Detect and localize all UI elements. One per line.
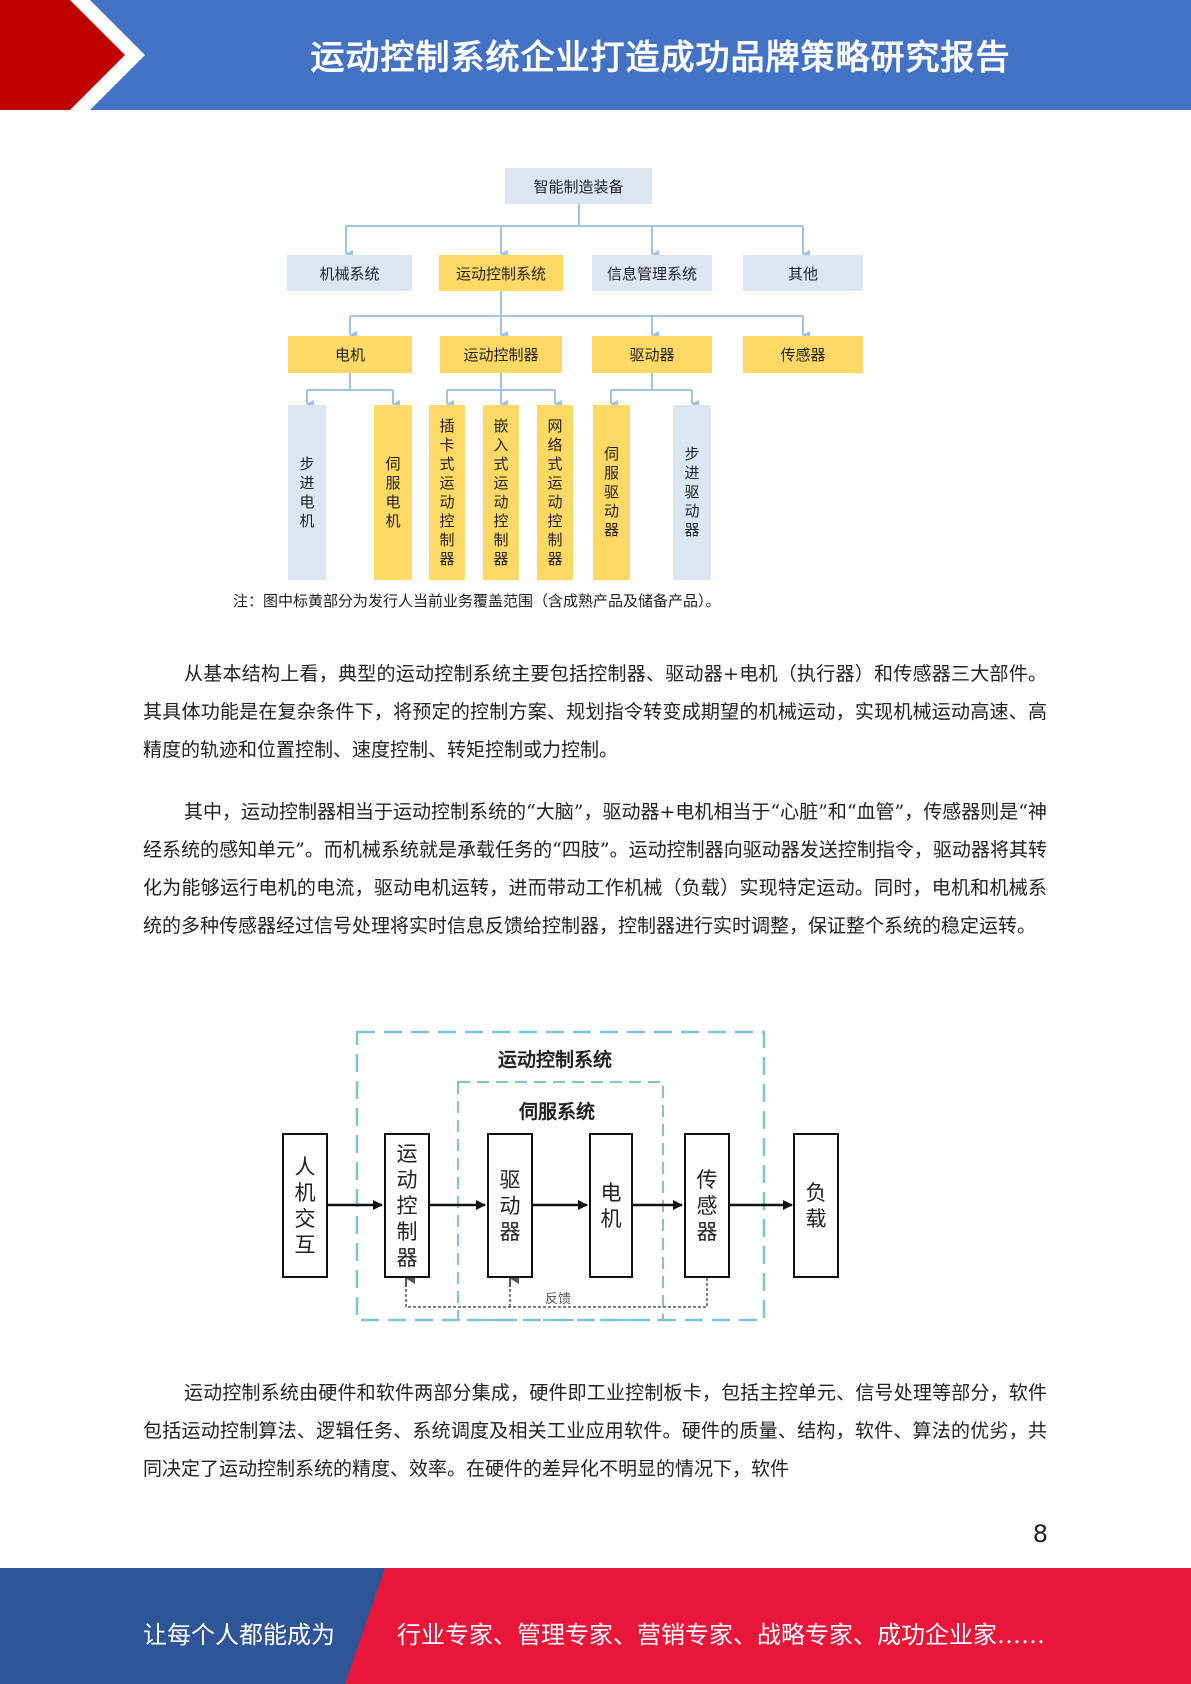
page-footer: 让每个人都能成为 行业专家、管理专家、营销专家、战略专家、成功企业家…… (0, 1568, 1191, 1684)
node-motion-control-system: 运动控制系统 (439, 255, 563, 291)
paragraph-1: 从基本结构上看，典型的运动控制系统主要包括控制器、驱动器+电机（执行器）和传感器… (143, 663, 1047, 761)
page-header: 运动控制系统企业打造成功品牌策略研究报告 (0, 0, 1191, 110)
paragraph-3: 运动控制系统由硬件和软件两部分集成，硬件即工业控制板卡，包括主控单元、信号处理等… (143, 1382, 1047, 1480)
node-motion-controller: 运动控制器 (384, 1133, 430, 1278)
node-info-management-system: 信息管理系统 (592, 255, 712, 291)
motion-control-flow-diagram: 运动控制系统 伺服系统 人机交互 运动控制器 驱动器 电机 传感器 负载 反馈 (270, 1025, 850, 1325)
footer-slogan-right: 行业专家、管理专家、营销专家、战略专家、成功企业家…… (397, 1621, 1045, 1649)
node-motion-controller: 运动控制器 (440, 336, 562, 373)
node-mechanical-system: 机械系统 (287, 255, 412, 291)
node-other: 其他 (743, 255, 863, 291)
node-servo-motor: 伺服电机 (374, 405, 412, 580)
paragraph-2: 其中，运动控制器相当于运动控制系统的“大脑”，驱动器+电机相当于“心脏”和“血管… (143, 801, 1047, 937)
footer-background (0, 1568, 1191, 1684)
node-sensor: 传感器 (743, 336, 863, 373)
node-servo-driver: 伺服驱动器 (593, 405, 630, 580)
outer-system-label: 运动控制系统 (498, 1049, 613, 1071)
node-sensor: 传感器 (684, 1133, 730, 1278)
node-stepper-motor: 步进电机 (288, 405, 326, 580)
report-title: 运动控制系统企业打造成功品牌策略研究报告 (310, 38, 1011, 78)
node-motor: 电机 (288, 336, 412, 373)
feedback-label: 反馈 (545, 1292, 572, 1307)
industry-structure-chart: 智能制造装备 机械系统 运动控制系统 信息管理系统 其他 电机 运动控制器 驱动… (0, 0, 1191, 640)
footer-slogan-left: 让每个人都能成为 (143, 1621, 335, 1649)
node-driver: 驱动器 (592, 336, 712, 373)
servo-system-label: 伺服系统 (519, 1101, 596, 1123)
node-card-motion-controller: 插卡式运动控制器 (429, 405, 465, 580)
node-driver: 驱动器 (487, 1133, 533, 1278)
header-chevron-decoration (0, 0, 145, 110)
node-network-motion-controller: 网络式运动控制器 (537, 405, 573, 580)
flow-connectors (328, 1030, 793, 1322)
node-hmi: 人机交互 (282, 1133, 328, 1278)
chart-note: 注：图中标黄部分为发行人当前业务覆盖范围（含成熟产品及储备产品）。 (233, 592, 721, 610)
node-smart-manufacturing: 智能制造装备 (505, 168, 652, 204)
chart-connectors (306, 204, 810, 408)
page-number: 8 (1032, 1520, 1048, 1548)
node-embedded-motion-controller: 嵌入式运动控制器 (483, 405, 519, 580)
node-motor: 电机 (589, 1133, 633, 1278)
node-stepper-driver: 步进驱动器 (673, 405, 711, 580)
node-load: 负载 (793, 1133, 839, 1278)
